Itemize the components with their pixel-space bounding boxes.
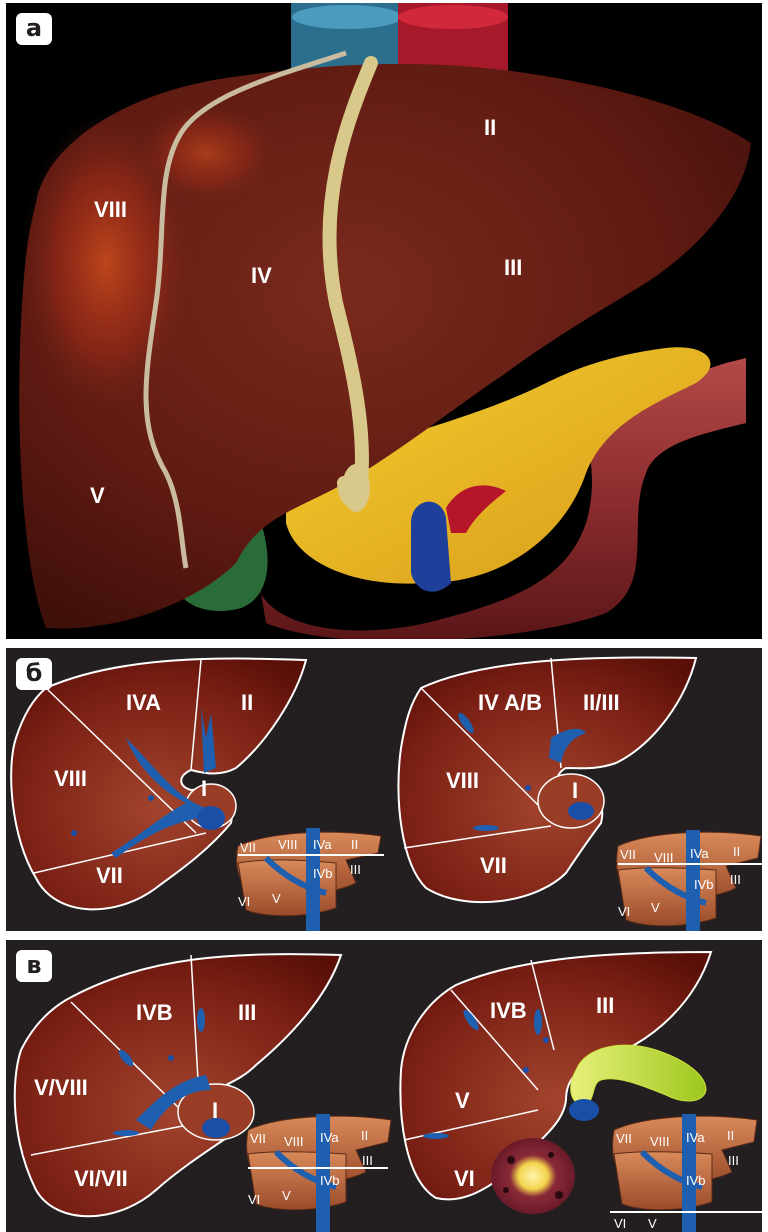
b-right-inset-ivb: IVb — [694, 877, 714, 892]
b-right-inset-v: V — [651, 900, 660, 915]
c-left-inset-ivb: IVb — [320, 1173, 340, 1188]
b-right-inset-iva: IVa — [690, 846, 709, 861]
section-diagrams-b: IVA II VIII I VII VII VIII IVa II III IV… — [6, 648, 762, 931]
b-left-inset-iii: III — [350, 862, 361, 877]
c-right-segment-vi: VI — [454, 1166, 475, 1191]
c-right-liver-inset: VII VIII IVa II III IVb VI V — [610, 1114, 762, 1232]
panel-tag-b: б — [16, 658, 52, 690]
panel-c-sections: IVB III V/VIII I VI/VII VII VIII IVa II … — [6, 940, 762, 1232]
c-right-segment-iii: III — [596, 993, 614, 1018]
c-left-inset-vi: VI — [248, 1192, 260, 1207]
segment-v-label: V — [90, 483, 105, 508]
b-right-liver-inset: VII VIII IVa II III IVb VI V — [617, 830, 762, 931]
c-right-inset-iii: III — [728, 1153, 739, 1168]
panel-tag-c: в — [16, 950, 52, 982]
c-left-inset-iva: IVa — [320, 1130, 339, 1145]
liver-illustration: II III IV V VIII — [6, 3, 762, 639]
c-right-inset-vii: VII — [616, 1131, 632, 1146]
c-left-segment-vi-vii: VI/VII — [74, 1166, 128, 1191]
b-left-inset-v: V — [272, 891, 281, 906]
b-left-inset-ivb: IVb — [313, 866, 333, 881]
b-left-segment-ii: II — [241, 690, 253, 715]
b-left-segment-viii: VIII — [54, 766, 87, 791]
c-left-inset-iii: III — [362, 1153, 373, 1168]
b-left-inset-iva: IVa — [313, 837, 332, 852]
c-right-inset-ii: II — [727, 1128, 734, 1143]
segment-viii-label: VIII — [94, 197, 127, 222]
c-left-segment-iii: III — [238, 1000, 256, 1025]
b-right-segment-vii: VII — [480, 853, 507, 878]
c-right-inset-iva: IVa — [686, 1130, 705, 1145]
panel-b-sections: IVA II VIII I VII VII VIII IVa II III IV… — [6, 648, 762, 931]
c-left-inset-vii: VII — [250, 1131, 266, 1146]
b-right-inset-viii: VIII — [654, 850, 674, 865]
panel-tag-a: а — [16, 13, 52, 45]
c-right-inset-viii: VIII — [650, 1134, 670, 1149]
b-left-inset-vi: VI — [238, 894, 250, 909]
b-right-inset-vii: VII — [620, 847, 636, 862]
kidney-shape — [491, 1138, 575, 1214]
c-left-segment-v-viii: V/VIII — [34, 1075, 88, 1100]
b-left-liver-inset: VII VIII IVa II III IVb VI V — [237, 828, 384, 931]
c-left-inset-viii: VIII — [284, 1134, 304, 1149]
b-left-inset-ii: II — [351, 837, 358, 852]
b-right-inset-vi: VI — [618, 904, 630, 919]
b-left-inset-viii: VIII — [278, 837, 298, 852]
portal-vein-shape — [411, 502, 451, 592]
b-right-segment-viii: VIII — [446, 768, 479, 793]
b-right-segment-iva-b: IV A/B — [478, 690, 542, 715]
b-left-inset-vii: VII — [240, 840, 256, 855]
c-right-segment-ivb: IVB — [490, 998, 527, 1023]
b-left-segment-i: I — [201, 776, 207, 801]
b-right-segment-ii-iii: II/III — [583, 690, 620, 715]
b-right-inset-ii: II — [733, 844, 740, 859]
b-right-segment-i: I — [572, 778, 578, 803]
c-right-segment-v: V — [455, 1088, 470, 1113]
segment-iii-label: III — [504, 255, 522, 280]
c-left-inset-v: V — [282, 1188, 291, 1203]
c-right-inset-vi: VI — [614, 1216, 626, 1231]
c-left-liver-inset: VII VIII IVa II III IVb VI V — [247, 1114, 391, 1232]
b-left-segment-vii: VII — [96, 863, 123, 888]
section-diagrams-c: IVB III V/VIII I VI/VII VII VIII IVa II … — [6, 940, 762, 1232]
panel-a-liver-anterior: II III IV V VIII а — [6, 3, 762, 639]
segment-ii-label: II — [484, 115, 496, 140]
c-left-segment-i: I — [212, 1098, 218, 1123]
c-left-segment-ivb: IVB — [136, 1000, 173, 1025]
b-right-inset-iii: III — [730, 872, 741, 887]
c-right-inset-ivb: IVb — [686, 1173, 706, 1188]
c-left-inset-ii: II — [361, 1128, 368, 1143]
c-right-inset-v: V — [648, 1216, 657, 1231]
segment-iv-label: IV — [251, 263, 272, 288]
b-left-segment-iva: IVA — [126, 690, 161, 715]
